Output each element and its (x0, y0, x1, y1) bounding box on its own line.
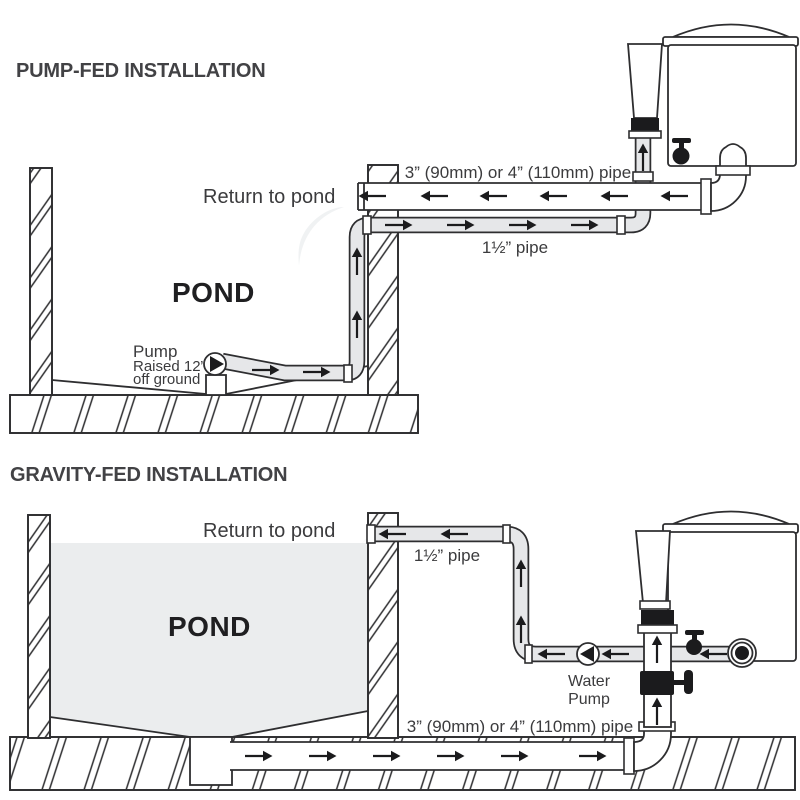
filter-inlet-funnel (627, 43, 663, 119)
pipe-coupling (616, 215, 626, 235)
water-pump-icon (576, 642, 600, 666)
pipe-coupling (715, 165, 751, 176)
pipe-coupling (343, 364, 353, 383)
label-return-to-pond: Return to pond (203, 520, 335, 542)
label-water-pump-line1: Water (568, 673, 611, 690)
inlet-coupling (641, 610, 674, 627)
label-pump-raised: Raised 12” (133, 358, 206, 375)
ground (9, 394, 419, 434)
label-pond: POND (172, 277, 255, 308)
pump-pedestal (205, 374, 227, 396)
gate-valve-icon (640, 670, 693, 695)
label-small-pipe: 1½” pipe (482, 238, 548, 257)
pond-wall-left (27, 514, 51, 739)
inlet-collar (628, 130, 662, 139)
label-water-pump-line2: Pump (568, 691, 610, 708)
filter-unit (627, 23, 799, 167)
pond-floor-line (231, 710, 369, 738)
pump-icon (203, 352, 227, 376)
diagram-gravity-fed: GRAVITY-FED INSTALLATION Return to pond … (9, 464, 799, 791)
label-small-pipe: 1½” pipe (414, 546, 480, 565)
pipe-open-end (366, 524, 376, 544)
large-return-pipe (357, 143, 751, 215)
pond-water (50, 543, 368, 737)
diagram-pump-fed: PUMP-FED INSTALLATION Return to pond 3” … (9, 23, 799, 434)
label-pump: Pump (133, 342, 177, 361)
inlet-collar (637, 624, 678, 634)
label-pond: POND (168, 611, 251, 642)
small-pipe-run (366, 524, 742, 664)
pipe-coupling (524, 644, 533, 664)
large-feed-pipe (230, 721, 676, 775)
filter-unit (635, 510, 799, 662)
ball-valve-icon (672, 138, 691, 165)
pipe-elbow (633, 726, 672, 772)
watermark-swoosh (298, 207, 344, 266)
pipe-coupling (632, 171, 654, 182)
ball-valve-icon (685, 630, 704, 655)
pipe-coupling (362, 215, 372, 235)
small-pipe-run (220, 136, 654, 383)
pipe-coupling (700, 178, 712, 215)
pipe-coupling (623, 737, 635, 775)
bottom-drain (189, 736, 233, 786)
label-large-pipe: 3” (90mm) or 4” (110mm) pipe (405, 163, 631, 182)
filter-outlet-port (727, 638, 757, 668)
inlet-coupling (631, 118, 659, 133)
pond-wall-left (29, 167, 53, 396)
filter-inlet-funnel (635, 530, 671, 604)
pond-floor-line (49, 716, 191, 738)
filter-body (667, 531, 797, 662)
filter-lid-dome (672, 510, 790, 525)
label-return-to-pond: Return to pond (203, 186, 335, 208)
filter-lid-dome (672, 23, 790, 38)
inlet-collar (639, 600, 671, 610)
pond-wall-right (367, 512, 399, 739)
pipe-coupling (502, 524, 511, 544)
diagram2-title: GRAVITY-FED INSTALLATION (10, 464, 287, 486)
label-pump-off-ground: off ground (133, 371, 200, 388)
label-large-pipe: 3” (90mm) or 4” (110mm) pipe (407, 717, 633, 736)
diagram1-title: PUMP-FED INSTALLATION (16, 60, 265, 82)
pond-floor-line (51, 379, 207, 395)
